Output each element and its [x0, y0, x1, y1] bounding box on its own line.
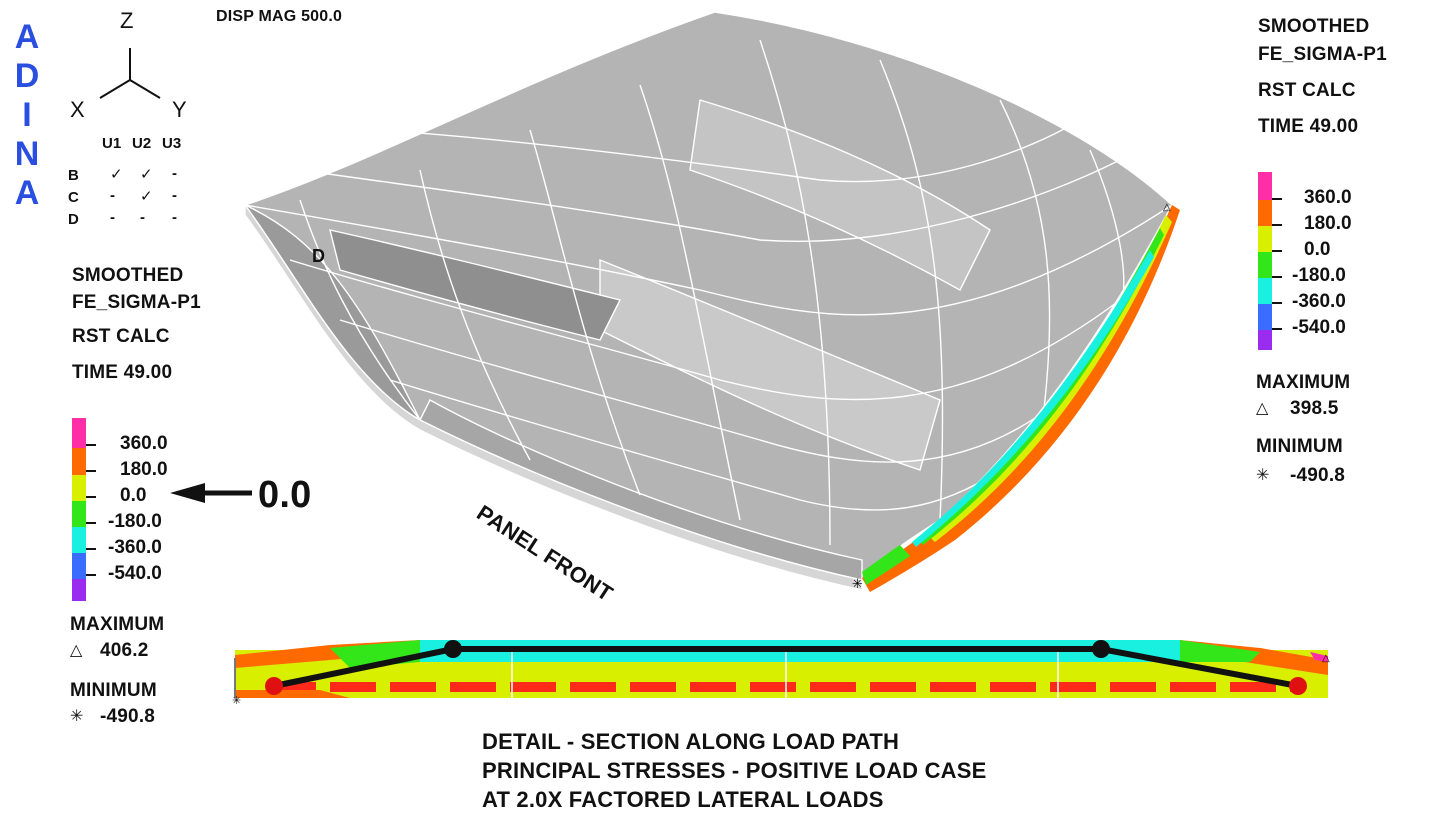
left-color-bar — [72, 418, 86, 601]
logo-letter: A — [14, 18, 40, 56]
left-legend-value: 360.0 — [120, 433, 168, 454]
deformed-panel — [243, 11, 1173, 591]
bc-header-u1: U1 — [102, 135, 122, 152]
axis-triad-icon — [99, 48, 161, 99]
bc-cell: - — [172, 209, 177, 226]
logo-letter: D — [14, 57, 40, 95]
logo-letter: A — [14, 174, 40, 212]
bc-cell: - — [110, 209, 115, 226]
left-minimum-value: -490.8 — [100, 706, 156, 727]
stress-contour-edge — [862, 205, 1180, 592]
arrow-left-icon — [170, 483, 252, 503]
left-legend-calc: RST CALC — [72, 326, 170, 347]
load-point-node — [1092, 640, 1110, 658]
right-legend-value: -180.0 — [1292, 265, 1346, 286]
right-color-bar — [1258, 172, 1272, 350]
zero-callout: 0.0 — [258, 474, 312, 516]
right-minimum-value: -490.8 — [1290, 465, 1346, 486]
right-legend-value: 0.0 — [1304, 239, 1331, 260]
min-marker-icon: ✳ — [70, 706, 84, 725]
left-legend-value: -540.0 — [108, 563, 162, 584]
bc-cell: - — [140, 209, 145, 226]
section-detail: △ ✳ — [232, 640, 1330, 707]
min-marker-icon: ✳ — [852, 577, 863, 592]
bc-cell: - — [172, 187, 177, 204]
max-marker-icon: △ — [1256, 398, 1269, 417]
left-legend-value: 0.0 — [120, 485, 147, 506]
right-maximum-value: 398.5 — [1290, 398, 1339, 419]
bc-cell: ✓ — [140, 188, 153, 205]
right-legend-value: 360.0 — [1304, 187, 1352, 208]
bc-row-label: C — [68, 189, 79, 206]
disp-mag-label: DISP MAG 500.0 — [216, 8, 343, 25]
right-legend-calc: RST CALC — [1258, 80, 1356, 101]
caption-line-2: PRINCIPAL STRESSES - POSITIVE LOAD CASE — [482, 758, 987, 783]
load-point-node — [444, 640, 462, 658]
left-legend-value: 180.0 — [120, 459, 168, 480]
corner-node-label: D — [312, 246, 326, 266]
left-minimum-label: MINIMUM — [70, 680, 157, 701]
axis-x-label: X — [70, 97, 85, 122]
svg-text:✳: ✳ — [232, 694, 241, 707]
min-marker-icon: ✳ — [1256, 465, 1270, 484]
bc-row-label: B — [68, 167, 79, 184]
right-legend-value: 180.0 — [1304, 213, 1352, 234]
adina-logo: A D I N A — [10, 18, 44, 213]
logo-letter: I — [22, 96, 32, 134]
axis-y-label: Y — [172, 97, 187, 122]
left-maximum-label: MAXIMUM — [70, 614, 165, 635]
right-legend-time: TIME 49.00 — [1258, 116, 1359, 137]
left-maximum-value: 406.2 — [100, 640, 149, 661]
caption-line-1: DETAIL - SECTION ALONG LOAD PATH — [482, 729, 900, 754]
max-marker-icon: △ — [1163, 202, 1171, 213]
bc-cell: ✓ — [110, 166, 123, 183]
svg-text:△: △ — [1322, 653, 1330, 664]
bc-header-u3: U3 — [162, 135, 182, 152]
bc-row-label: D — [68, 211, 79, 228]
right-legend-value: -360.0 — [1292, 291, 1346, 312]
axis-z-label: Z — [120, 8, 134, 33]
caption-line-3: AT 2.0X FACTORED LATERAL LOADS — [482, 787, 884, 812]
left-legend-smoothed: SMOOTHED — [72, 265, 184, 286]
left-legend-time: TIME 49.00 — [72, 362, 173, 383]
right-legend-value: -540.0 — [1292, 317, 1346, 338]
bc-cell: ✓ — [140, 166, 153, 183]
left-legend-value: -180.0 — [108, 511, 162, 532]
bc-cell: - — [110, 187, 115, 204]
max-marker-icon: △ — [70, 640, 83, 659]
right-minimum-label: MINIMUM — [1256, 436, 1343, 457]
bc-cell: - — [172, 165, 177, 182]
right-legend-smoothed: SMOOTHED — [1258, 16, 1370, 37]
load-point-node — [265, 677, 283, 695]
right-legend-quantity: FE_SIGMA-P1 — [1258, 44, 1387, 65]
logo-letter: N — [14, 135, 40, 173]
load-point-node — [1289, 677, 1307, 695]
bc-header-u2: U2 — [132, 135, 152, 152]
left-legend-quantity: FE_SIGMA-P1 — [72, 292, 201, 313]
right-maximum-label: MAXIMUM — [1256, 372, 1351, 393]
left-legend-value: -360.0 — [108, 537, 162, 558]
